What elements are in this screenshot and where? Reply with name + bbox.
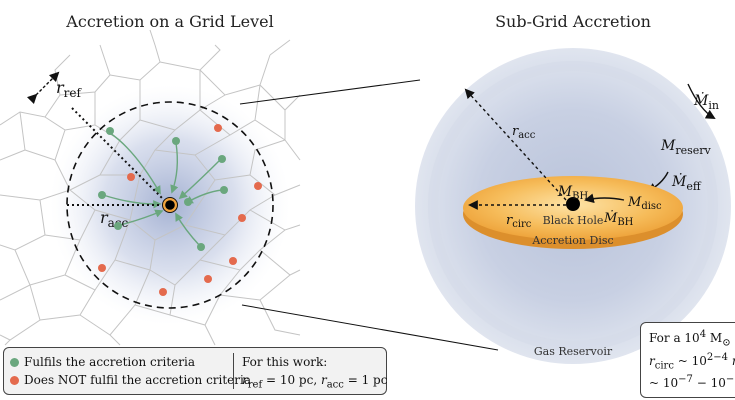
legend-fulfils-text: Fulfils the accretion criteria [24, 355, 195, 369]
red-particle [98, 264, 106, 272]
black-hole-large-icon [566, 197, 580, 211]
r-circ-label: rcirc [506, 213, 532, 230]
green-particle [114, 222, 122, 230]
r-acc-symbol: r [320, 373, 327, 387]
red-particle [204, 275, 212, 283]
zoom-line-bottom [241, 304, 499, 351]
right-panel-title: Sub-Grid Accretion [495, 12, 651, 31]
m-in-arrow [687, 83, 716, 119]
green-particle [218, 155, 226, 163]
r-ref-symbol: r [242, 373, 248, 387]
left-panel-title: Accretion on a Grid Level [65, 12, 273, 31]
r-acc-label-right: racc [512, 124, 536, 141]
r-acc-arrow [464, 88, 567, 201]
m-in-label: Ṁin [693, 91, 719, 112]
green-particle [197, 243, 205, 251]
zoom-line-top [239, 79, 421, 105]
info-line-2: rcirc ~ 102−4 rS [649, 352, 735, 372]
info-line-3: ~ 10−7 − 10−5 [649, 374, 735, 390]
mdot-bh-label: ṀBH [603, 209, 634, 228]
green-particle [172, 137, 180, 145]
legend-not-fulfils-text: Does NOT fulfil the accretion criteria [24, 373, 252, 387]
accretion-radius-circle [66, 101, 274, 309]
green-dot-icon [10, 358, 19, 367]
legend-box: Fulfils the accretion criteria Does NOT … [3, 347, 387, 395]
red-particle [214, 124, 222, 132]
r-acc-subscript: acc [326, 379, 344, 391]
voronoi-grid [0, 29, 301, 346]
r-ref-double-arrow [26, 71, 60, 105]
gas-reservoir-label: Gas Reservoir [534, 345, 613, 358]
legend-row-not-fulfils: Does NOT fulfil the accretion criteria [10, 371, 251, 389]
m-disc-arrow [584, 193, 625, 204]
red-particles [98, 124, 262, 296]
green-particle [98, 191, 106, 199]
green-particle [106, 127, 114, 135]
red-particle [127, 173, 135, 181]
accretion-disc-label: Accretion Disc [531, 234, 613, 247]
red-particle [229, 257, 237, 265]
m-reserv-label: Mreserv [660, 138, 712, 157]
r-ref-subscript: ref [247, 379, 263, 391]
info-box: For a 104 M⊙ B rcirc ~ 102−4 rS ~ 10−7 −… [640, 322, 735, 398]
legend-work-title: For this work: [242, 355, 328, 369]
m-disc-label: Mdisc [627, 195, 662, 212]
green-particles [98, 127, 228, 251]
legend-work-values: rref = 10 pc, racc = 1 pc [242, 371, 388, 391]
legend-separator [233, 353, 234, 389]
r-ref-value: = 10 pc, [262, 373, 321, 387]
r-ref-dotted-line [71, 107, 165, 201]
red-particle [159, 288, 167, 296]
legend-criteria: Fulfils the accretion criteria Does NOT … [10, 353, 251, 389]
r-acc-value: = 1 pc [343, 373, 388, 387]
m-eff-label: Ṁeff [671, 172, 702, 193]
gas-reservoir-ring [428, 61, 718, 351]
green-particle [184, 198, 192, 206]
green-particle [220, 186, 228, 194]
black-hole-icon [165, 200, 175, 210]
r-ref-label: rref [56, 78, 82, 100]
m-bh-label: MBH [557, 184, 589, 202]
red-particle [238, 214, 246, 222]
legend-row-fulfils: Fulfils the accretion criteria [10, 353, 232, 371]
black-hole-label: Black Hole [543, 214, 604, 227]
legend-work-params: For this work: rref = 10 pc, racc = 1 pc [242, 353, 388, 391]
red-dot-icon [10, 376, 19, 385]
red-particle [254, 182, 262, 190]
info-line-1: For a 104 M⊙ B [649, 329, 735, 349]
